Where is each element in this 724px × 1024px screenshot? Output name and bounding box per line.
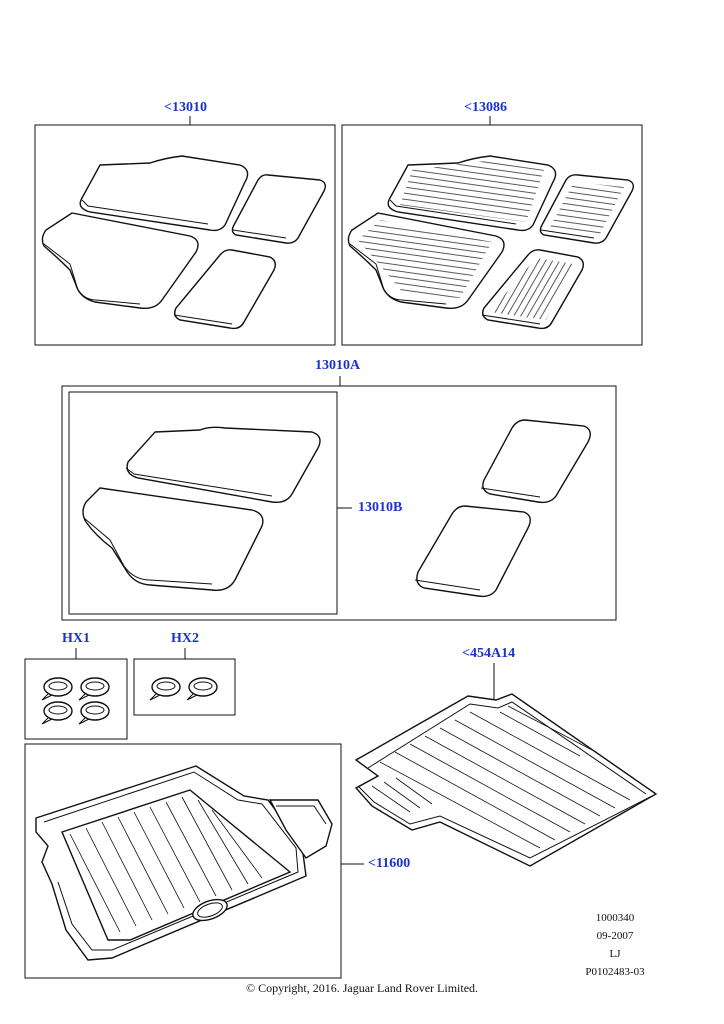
- mat-set-13010[interactable]: [34, 116, 336, 346]
- meta-date: 09-2007: [596, 930, 634, 942]
- meta-ref: P0102483-03: [585, 966, 645, 978]
- badge-set-hx2[interactable]: [133, 648, 236, 716]
- diagram-meta: 1000340 09-2007 LJ P0102483-03: [575, 909, 655, 981]
- callout-13010[interactable]: <13010: [164, 100, 207, 115]
- callout-hx1[interactable]: HX1: [62, 631, 90, 646]
- callout-13086[interactable]: <13086: [464, 100, 507, 115]
- callout-11600[interactable]: <11600: [368, 856, 411, 871]
- mat-ribs: [371, 705, 631, 849]
- callout-454a14[interactable]: <454A14: [462, 646, 516, 661]
- mat-set-13086[interactable]: [341, 116, 643, 346]
- badge-set-hx1[interactable]: [24, 648, 128, 740]
- callout-13010a[interactable]: 13010A: [315, 358, 361, 373]
- copyright-notice: © Copyright, 2016. Jaguar Land Rover Lim…: [245, 981, 479, 995]
- meta-code: 1000340: [595, 912, 635, 924]
- badge: [41, 677, 110, 725]
- callout-hx2[interactable]: HX2: [171, 631, 199, 646]
- tray-ribs: [69, 796, 263, 933]
- meta-initials: LJ: [609, 948, 621, 960]
- mat-set-13010a[interactable]: [61, 376, 617, 621]
- loadspace-mat-454a14[interactable]: [354, 663, 658, 867]
- luggage-tray-11600[interactable]: [24, 743, 364, 979]
- callout-13010b[interactable]: 13010B: [358, 500, 403, 515]
